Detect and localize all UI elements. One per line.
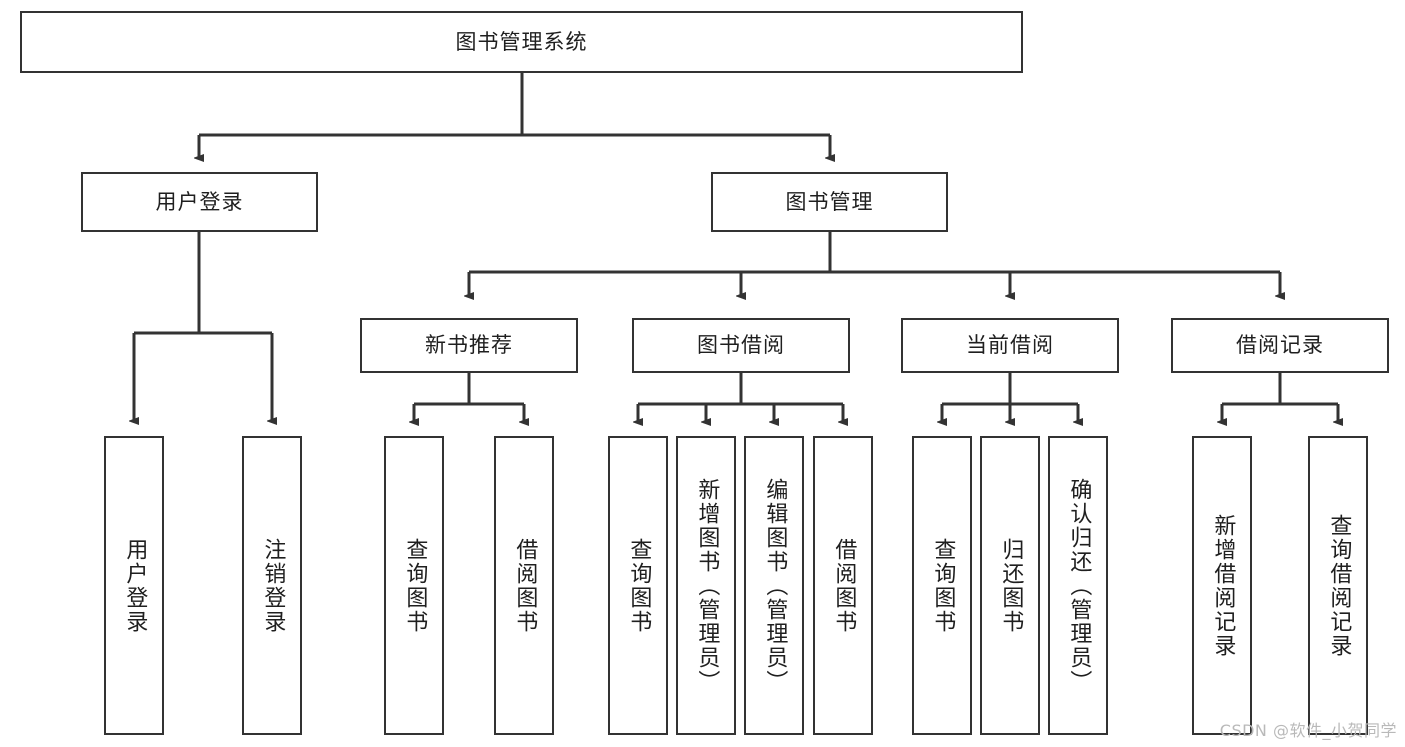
node-label: 用户登录 bbox=[155, 189, 244, 214]
leaf-node-add-borrowing-record[interactable]: 新增借阅记录 bbox=[1192, 436, 1252, 735]
leaf-node-edit-book-admin[interactable]: 编辑图书（管理员） bbox=[744, 436, 804, 735]
node-label: 新增图书（管理员） bbox=[694, 477, 720, 694]
leaf-node-user-login[interactable]: 用户登录 bbox=[104, 436, 164, 735]
leaf-node-query-books-borrowing[interactable]: 查询图书 bbox=[608, 436, 668, 735]
node-label: 归还图书 bbox=[998, 537, 1024, 634]
node-label: 图书借阅 bbox=[697, 333, 785, 358]
node-user-login[interactable]: 用户登录 bbox=[81, 172, 318, 232]
node-label: 注销登录 bbox=[260, 537, 286, 634]
node-label: 确认归还（管理员） bbox=[1066, 477, 1092, 694]
node-label: 查询图书 bbox=[402, 537, 428, 634]
node-label: 查询借阅记录 bbox=[1326, 513, 1352, 658]
leaf-node-query-books-recommendation[interactable]: 查询图书 bbox=[384, 436, 444, 735]
node-label: 借阅图书 bbox=[831, 537, 857, 634]
node-label: 查询图书 bbox=[930, 537, 956, 634]
leaf-node-query-borrowing-record[interactable]: 查询借阅记录 bbox=[1308, 436, 1368, 735]
node-label: 当前借阅 bbox=[966, 333, 1054, 358]
leaf-node-logout[interactable]: 注销登录 bbox=[242, 436, 302, 735]
node-label: 用户登录 bbox=[122, 537, 148, 634]
leaf-node-borrow-books-recommendation[interactable]: 借阅图书 bbox=[494, 436, 554, 735]
node-label: 图书管理 bbox=[785, 189, 874, 214]
node-label: 查询图书 bbox=[626, 537, 652, 634]
node-borrowing-records[interactable]: 借阅记录 bbox=[1171, 318, 1389, 373]
node-book-management[interactable]: 图书管理 bbox=[711, 172, 948, 232]
node-label: 编辑图书（管理员） bbox=[762, 477, 788, 694]
node-label: 新增借阅记录 bbox=[1210, 513, 1236, 658]
node-label: 新书推荐 bbox=[425, 333, 513, 358]
node-root-book-management-system[interactable]: 图书管理系统 bbox=[20, 11, 1023, 73]
csdn-watermark: CSDN @软件_小贺同学 bbox=[1219, 721, 1397, 740]
leaf-node-query-books-current[interactable]: 查询图书 bbox=[912, 436, 972, 735]
node-label: 借阅图书 bbox=[512, 537, 538, 634]
node-new-book-recommendation[interactable]: 新书推荐 bbox=[360, 318, 578, 373]
leaf-node-return-books[interactable]: 归还图书 bbox=[980, 436, 1040, 735]
node-label: 借阅记录 bbox=[1236, 333, 1324, 358]
leaf-node-borrow-books-borrowing[interactable]: 借阅图书 bbox=[813, 436, 873, 735]
node-label: 图书管理系统 bbox=[455, 29, 588, 54]
leaf-node-add-book-admin[interactable]: 新增图书（管理员） bbox=[676, 436, 736, 735]
node-current-borrowing[interactable]: 当前借阅 bbox=[901, 318, 1119, 373]
node-book-borrowing[interactable]: 图书借阅 bbox=[632, 318, 850, 373]
leaf-node-confirm-return-admin[interactable]: 确认归还（管理员） bbox=[1048, 436, 1108, 735]
